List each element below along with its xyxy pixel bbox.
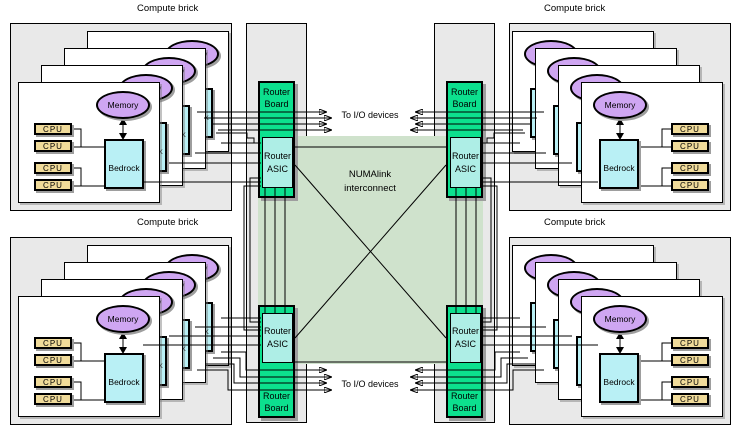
- compute-brick-label: Compute brick: [544, 217, 606, 228]
- cpu-chip: CPU: [671, 123, 709, 135]
- cpu-chip: CPU: [34, 376, 72, 388]
- cpu-chip: CPU: [671, 337, 709, 349]
- io-devices-label-bottom: To I/O devices: [341, 379, 399, 389]
- compute-brick-label: Compute brick: [544, 3, 606, 14]
- cpu-chip: CPU: [34, 140, 72, 152]
- bedrock-chip: Bedrock: [599, 353, 639, 403]
- cpu-chip: CPU: [671, 354, 709, 366]
- cpu-chip: CPU: [34, 354, 72, 366]
- numalink-interconnect-label: NUMAlink interconnect: [344, 169, 396, 194]
- memory-ellipse: Memory: [593, 91, 647, 119]
- io-devices-label-top: To I/O devices: [341, 110, 399, 120]
- memory-ellipse: Memory: [96, 305, 150, 333]
- cpu-chip: CPU: [671, 376, 709, 388]
- cpu-chip: CPU: [34, 162, 72, 174]
- cpu-chip: CPU: [34, 179, 72, 191]
- memory-ellipse: Memory: [593, 305, 647, 333]
- cpu-chip: CPU: [671, 179, 709, 191]
- cpu-chip: CPU: [34, 123, 72, 135]
- cpu-chip: CPU: [671, 393, 709, 405]
- memory-ellipse: Memory: [96, 91, 150, 119]
- cpu-chip: CPU: [34, 393, 72, 405]
- cpu-chip: CPU: [671, 140, 709, 152]
- bedrock-chip: Bedrock: [104, 353, 144, 403]
- compute-brick-label: Compute brick: [137, 217, 199, 228]
- cpu-chip: CPU: [34, 337, 72, 349]
- bedrock-chip: Bedrock: [599, 139, 639, 189]
- bedrock-chip: Bedrock: [104, 139, 144, 189]
- cpu-chip: CPU: [671, 162, 709, 174]
- compute-brick-label: Compute brick: [137, 3, 199, 14]
